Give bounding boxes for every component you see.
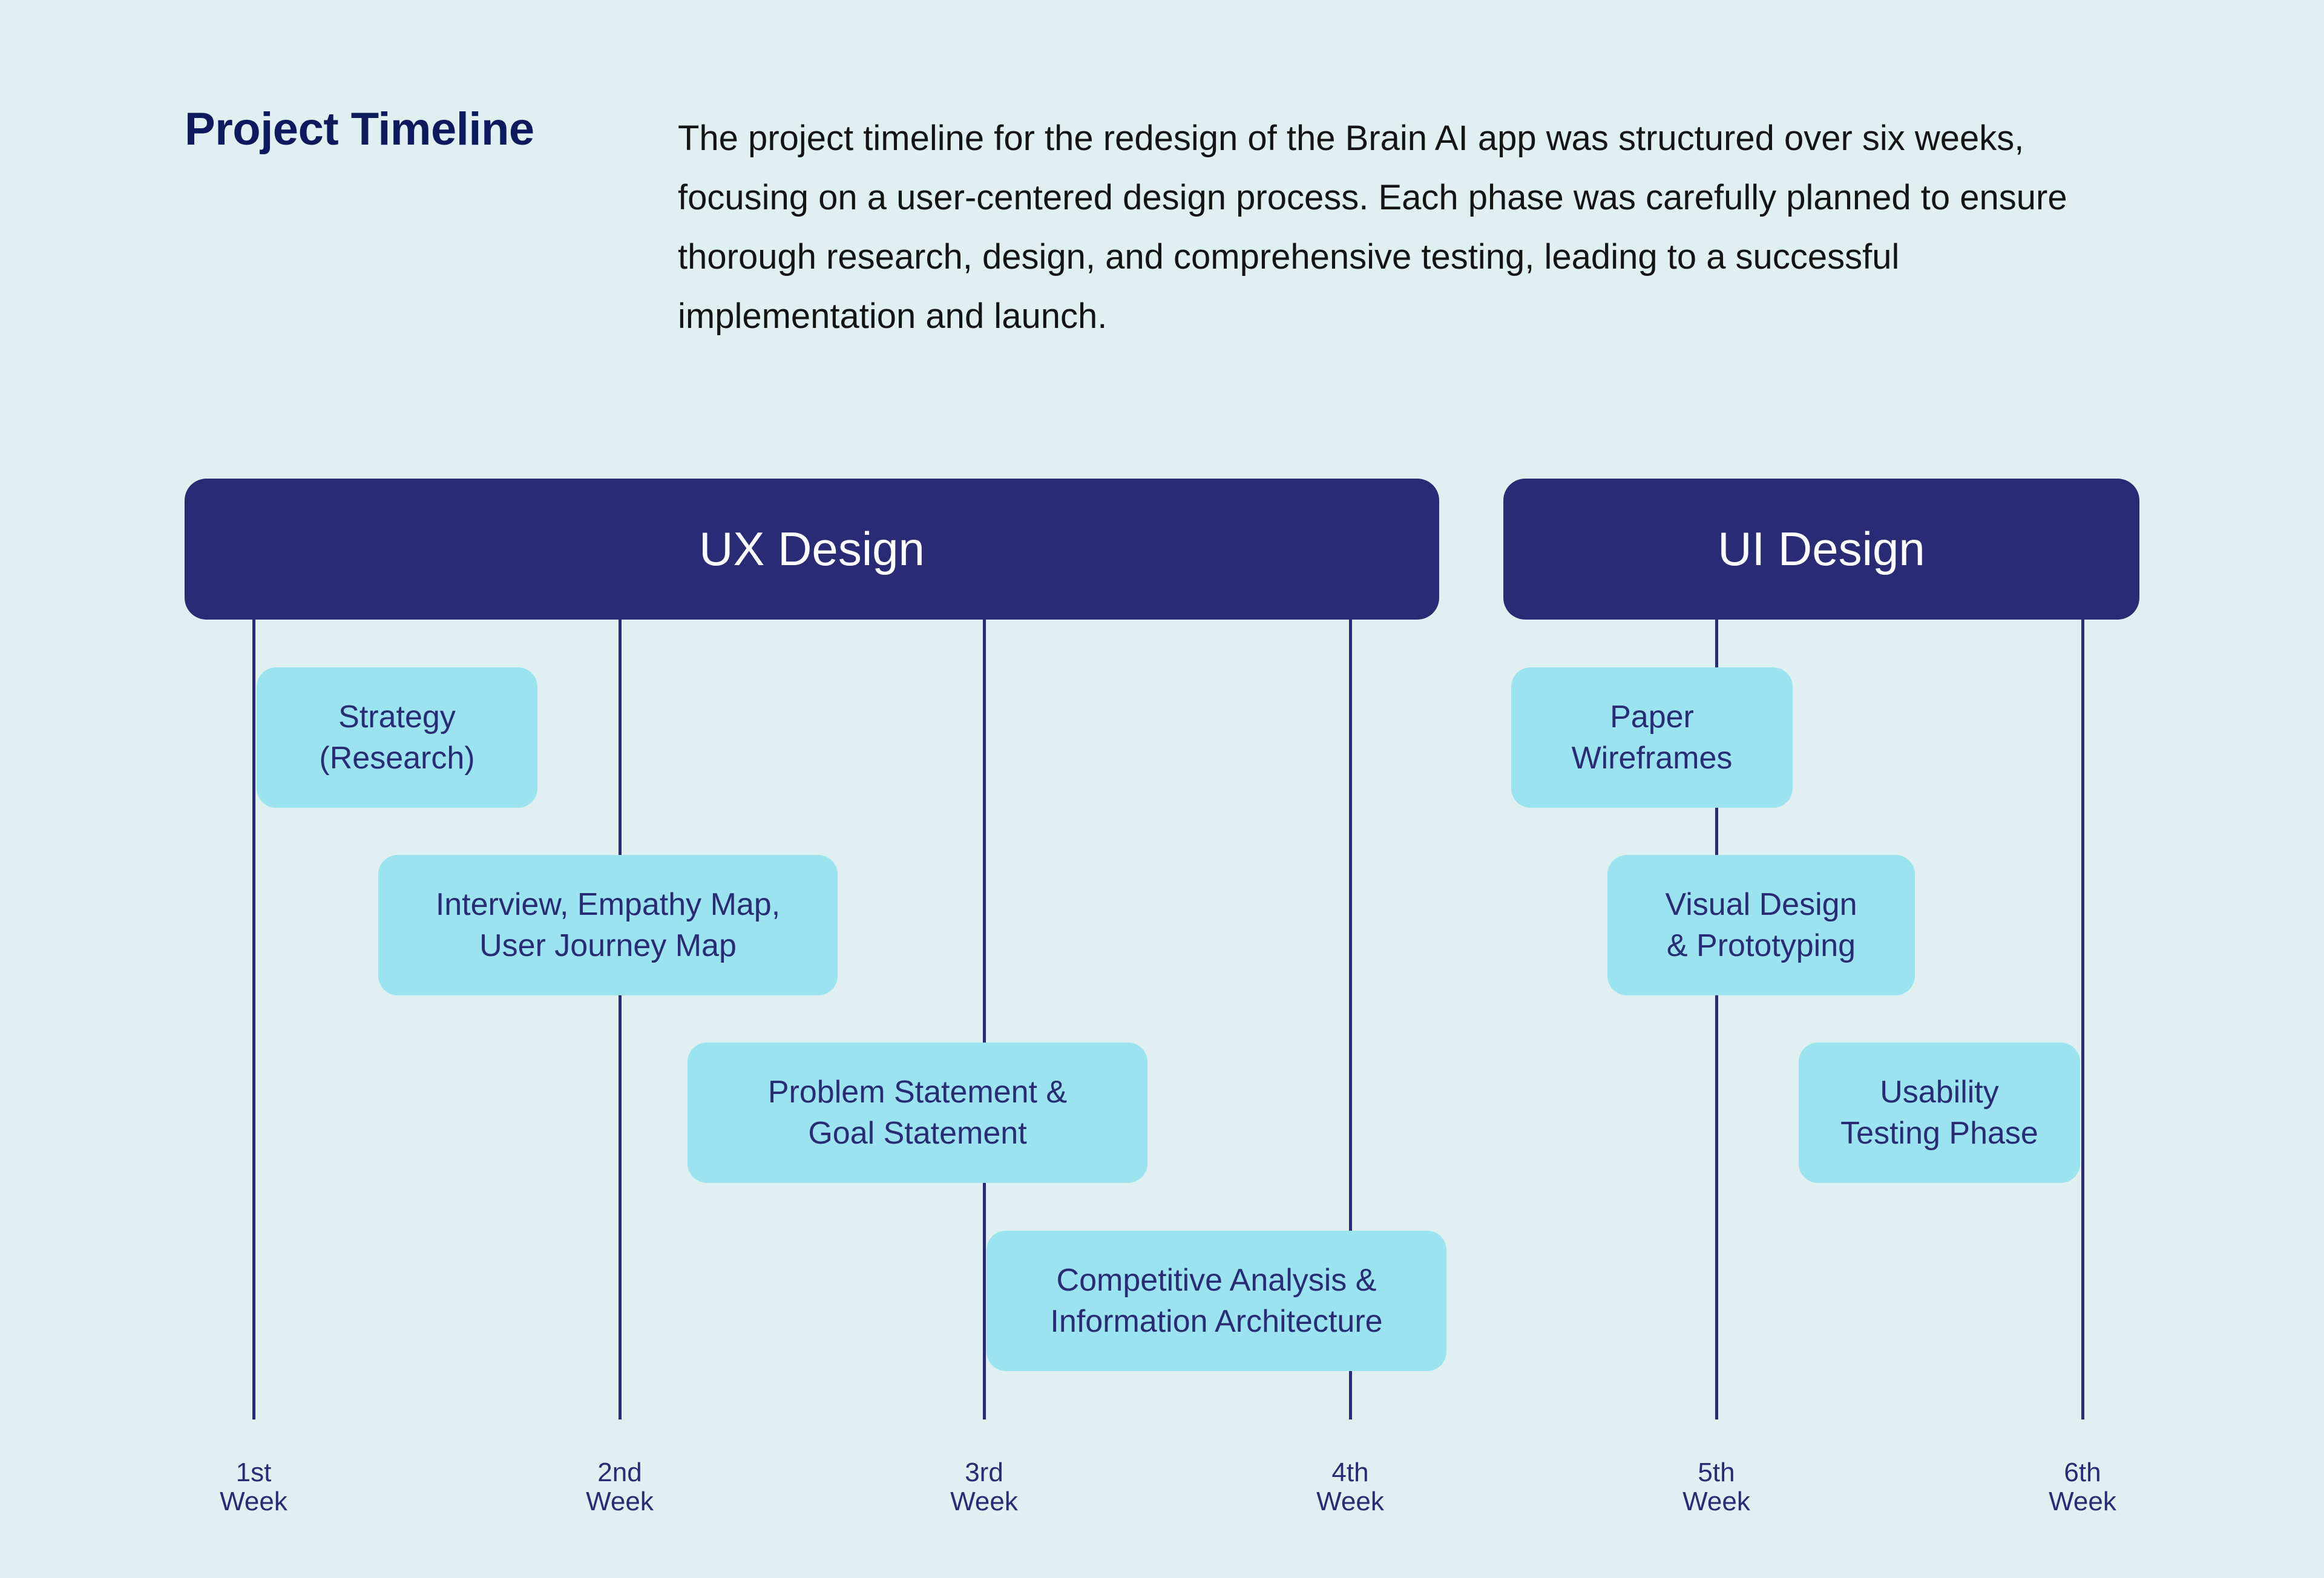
- task-competitive-analysis-ia: Competitive Analysis & Information Archi…: [986, 1231, 1446, 1371]
- week-word: Week: [1316, 1487, 1384, 1516]
- week-line-4: [1349, 617, 1352, 1419]
- phase-bar-ui-design: UI Design: [1503, 479, 2139, 620]
- week-word: Week: [950, 1487, 1018, 1516]
- week-line-3: [983, 617, 986, 1419]
- week-ordinal: 5th: [1698, 1458, 1735, 1487]
- week-label-5: 5th Week: [1656, 1458, 1777, 1516]
- week-ordinal: 4th: [1331, 1458, 1369, 1487]
- week-line-6: [2081, 617, 2084, 1419]
- task-paper-wireframes: Paper Wireframes: [1511, 667, 1793, 808]
- task-strategy-research: Strategy (Research): [257, 667, 537, 808]
- week-word: Week: [220, 1487, 287, 1516]
- page-title: Project Timeline: [185, 103, 534, 155]
- intro-paragraph: The project timeline for the redesign of…: [678, 119, 2067, 336]
- week-ordinal: 1st: [235, 1458, 272, 1487]
- task-visual-design-prototyping: Visual Design & Prototyping: [1607, 855, 1915, 995]
- task-interview-empathy-journey: Interview, Empathy Map, User Journey Map: [378, 855, 838, 995]
- week-word: Week: [1682, 1487, 1750, 1516]
- week-ordinal: 6th: [2064, 1458, 2101, 1487]
- week-line-1: [252, 617, 255, 1419]
- phase-bar-ux-design: UX Design: [185, 479, 1439, 620]
- week-label-4: 4th Week: [1290, 1458, 1411, 1516]
- phase-label: UX Design: [699, 522, 925, 575]
- week-label-3: 3rd Week: [924, 1458, 1045, 1516]
- task-usability-testing: Usability Testing Phase: [1799, 1043, 2080, 1183]
- week-ordinal: 3rd: [965, 1458, 1003, 1487]
- week-label-1: 1st Week: [193, 1458, 314, 1516]
- week-label-6: 6th Week: [2022, 1458, 2143, 1516]
- week-line-2: [619, 617, 622, 1419]
- week-label-2: 2nd Week: [559, 1458, 680, 1516]
- week-line-5: [1715, 617, 1718, 1419]
- week-word: Week: [2049, 1487, 2116, 1516]
- task-problem-goal-statement: Problem Statement & Goal Statement: [688, 1043, 1147, 1183]
- week-ordinal: 2nd: [597, 1458, 642, 1487]
- week-word: Week: [586, 1487, 654, 1516]
- phase-label: UI Design: [1718, 522, 1925, 575]
